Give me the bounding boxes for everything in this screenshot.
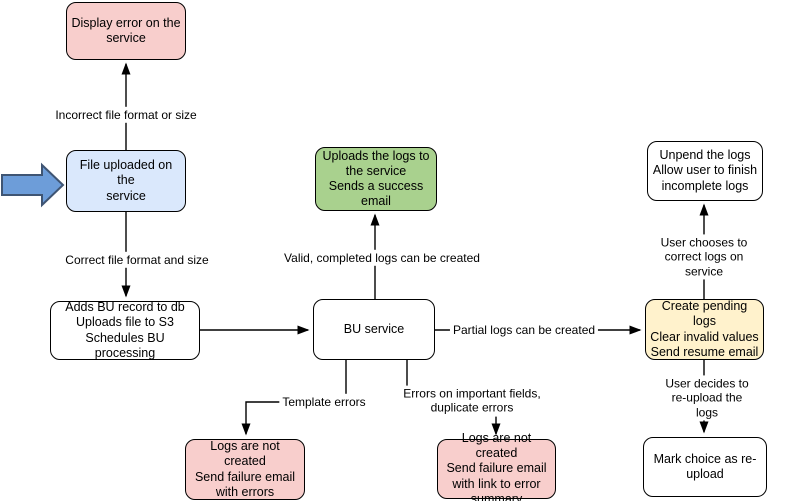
node-fail-template: Logs are not created Send failure email … (185, 439, 305, 500)
edge-label-partial-logs: Partial logs can be created (449, 321, 599, 339)
edge-label-incorrect-format: Incorrect file format or size (52, 106, 200, 124)
edge-label-correct-format: Correct file format and size (62, 251, 212, 269)
edge-label-valid-logs: Valid, completed logs can be created (281, 249, 483, 267)
edge-label-decide-reupload: User decides to re-upload the logs (660, 375, 754, 421)
node-display-error: Display error on the service (66, 2, 186, 60)
node-create-pending: Create pending logs Clear invalid values… (645, 299, 764, 360)
node-fail-fields: Logs are not created Send failure email … (437, 431, 556, 501)
entry-pointer-arrow-icon (1, 162, 65, 208)
node-mark-reupload: Mark choice as re- upload (643, 437, 767, 497)
node-bu-service: BU service (313, 299, 435, 360)
node-adds-bu-record: Adds BU record to db Uploads file to S3 … (50, 300, 200, 360)
node-file-uploaded: File uploaded on the service (66, 150, 186, 212)
edge-label-template-errors: Template errors (279, 393, 369, 411)
edge-label-important-fields: Errors on important fields, duplicate er… (400, 385, 544, 417)
edge-label-choose-correct: User chooses to correct logs on service (655, 234, 753, 280)
node-upload-success: Uploads the logs to the service Sends a … (315, 147, 437, 211)
node-unpend-logs: Unpend the logs Allow user to finish inc… (647, 141, 763, 201)
